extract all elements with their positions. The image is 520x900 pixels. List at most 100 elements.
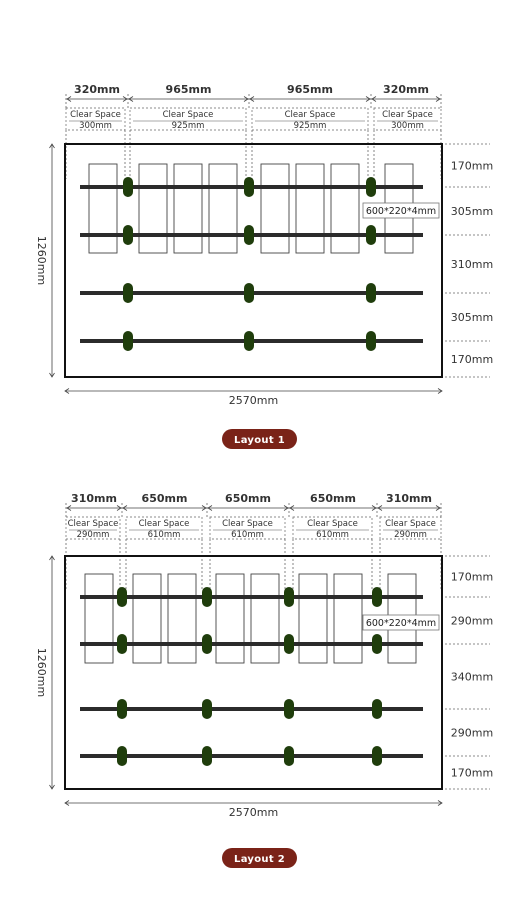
layout1-top-dim-arrow-arrow-left <box>66 96 72 102</box>
layout2-post <box>117 746 127 766</box>
layout2-clear-space-value: 610mm <box>148 530 181 540</box>
layout1-post <box>366 331 376 351</box>
layout1-pad-label-box <box>362 202 440 219</box>
layout2-clear-space-label: Clear Space <box>68 519 119 529</box>
layout2-frame <box>64 555 443 790</box>
layout2-top-dim-label: 310mm <box>71 492 117 505</box>
layout2-pad <box>298 573 328 664</box>
layout2-height-arrow-arrow-top <box>49 555 55 561</box>
layout1-button-label[interactable]: Layout 1 <box>234 435 285 446</box>
layout2-clear-space-value: 290mm <box>394 530 427 540</box>
layout1-pad <box>260 163 290 254</box>
layout1-clear-space-box <box>129 107 247 131</box>
layout2-rail <box>80 595 423 599</box>
layout2-post <box>284 699 294 719</box>
layout2-post <box>284 746 294 766</box>
layout1-right-dim-label: 305mm <box>451 311 493 324</box>
layout2-pad-label-box <box>362 614 440 631</box>
layout2-width-arrow-arrow-left <box>64 800 70 806</box>
layout2-rail <box>80 707 423 711</box>
layout2-pad <box>132 573 162 664</box>
layout1-frame <box>64 143 443 378</box>
layout2-rail <box>80 642 423 646</box>
layout2-top-dim-label: 310mm <box>386 492 432 505</box>
layout2-top-dim-arrow-arrow-right <box>201 505 207 511</box>
layout1-post <box>366 177 376 197</box>
layout1-pad <box>330 163 360 254</box>
layout2-top-dim-arrow-arrow-right <box>371 505 377 511</box>
layout2-pad-label: 600*220*4mm <box>366 618 436 629</box>
layout1-top-dim-arrow-arrow-left <box>371 96 377 102</box>
layout1-post <box>123 177 133 197</box>
layout2-top-dim-arrow-arrow-left <box>377 505 383 511</box>
layout1-clear-space-label: Clear Space <box>382 110 433 120</box>
layout1-right-dim-label: 310mm <box>451 258 493 271</box>
layout2-post <box>117 634 127 654</box>
layout1-right-dim-label: 305mm <box>451 205 493 218</box>
layout1-top-dim-arrow-arrow-right <box>243 96 249 102</box>
layout2-height-arrow-arrow-bottom <box>49 784 55 790</box>
layout1-post <box>244 225 254 245</box>
layout2-top-dim-label: 650mm <box>225 492 271 505</box>
layout1-top-dim-label: 965mm <box>166 83 212 96</box>
layout2-post <box>372 587 382 607</box>
layout1-pad <box>208 163 238 254</box>
layout1-top-dim-arrow-arrow-left <box>249 96 255 102</box>
layout1-clear-space-label: Clear Space <box>163 110 214 120</box>
layout1-top-dim-label: 320mm <box>383 83 429 96</box>
layout1-top-dim-arrow-arrow-right <box>435 96 441 102</box>
layout2-post <box>117 587 127 607</box>
layout1-pad <box>138 163 168 254</box>
layout2-right-dim-label: 340mm <box>451 671 493 684</box>
layout2-post <box>284 634 294 654</box>
layout1-pad <box>173 163 203 254</box>
layout1-clear-space-label: Clear Space <box>70 110 121 120</box>
layout1-pad <box>295 163 325 254</box>
layout2-clear-space-value: 290mm <box>77 530 110 540</box>
layout1-top-dim-label: 965mm <box>287 83 333 96</box>
layout2-post <box>372 699 382 719</box>
layout2-post <box>202 634 212 654</box>
layout2-clear-space-label: Clear Space <box>139 519 190 529</box>
layout1-clear-space-value: 300mm <box>79 121 112 131</box>
layout2-right-dim-label: 290mm <box>451 727 493 740</box>
layout1-right-dim-label: 170mm <box>451 353 493 366</box>
layout1-top-dim-arrow-arrow-left <box>128 96 134 102</box>
layout1-clear-space-box <box>251 107 369 131</box>
layout2-top-dim-arrow-arrow-left <box>289 505 295 511</box>
layout2-top-dim-arrow-arrow-right <box>435 505 441 511</box>
layout1-width-arrow-arrow-left <box>64 388 70 394</box>
layout2-button <box>222 848 297 868</box>
layout2-width-arrow-arrow-right <box>437 800 443 806</box>
layout1-clear-space-box <box>373 107 442 131</box>
layout1-top-dim-arrow-arrow-right <box>122 96 128 102</box>
layout2-top-dim-label: 650mm <box>142 492 188 505</box>
layout2-post <box>117 699 127 719</box>
layout2-post <box>372 634 382 654</box>
layout1-clear-space-value: 925mm <box>172 121 205 131</box>
layout1-height-arrow-arrow-bottom <box>49 372 55 378</box>
layout2-post <box>202 587 212 607</box>
layout2-clear-space-label: Clear Space <box>307 519 358 529</box>
layout2-rail <box>80 754 423 758</box>
layout2-clear-space-label: Clear Space <box>222 519 273 529</box>
layout2-right-dim-label: 170mm <box>451 571 493 584</box>
layout1-clear-space-value: 300mm <box>391 121 424 131</box>
layout2-clear-space-box <box>292 516 373 540</box>
layout2-clear-space-value: 610mm <box>231 530 264 540</box>
layout1-post <box>244 177 254 197</box>
layout2-button-label[interactable]: Layout 2 <box>234 854 285 865</box>
layout2-clear-space-label: Clear Space <box>385 519 436 529</box>
layout1-height-label: 1260mm <box>35 236 48 285</box>
layout1-post <box>123 283 133 303</box>
layout2-clear-space-box <box>125 516 203 540</box>
layout1-clear-space-label: Clear Space <box>285 110 336 120</box>
layout2-width-label: 2570mm <box>229 806 278 819</box>
layout2-clear-space-box <box>65 516 121 540</box>
layout2-clear-space-box <box>379 516 442 540</box>
layout1-post <box>366 225 376 245</box>
layout1-post <box>244 331 254 351</box>
layout1-pad-label: 600*220*4mm <box>366 206 436 217</box>
layout2-right-dim-label: 170mm <box>451 767 493 780</box>
layout2-top-dim-arrow-arrow-left <box>66 505 72 511</box>
